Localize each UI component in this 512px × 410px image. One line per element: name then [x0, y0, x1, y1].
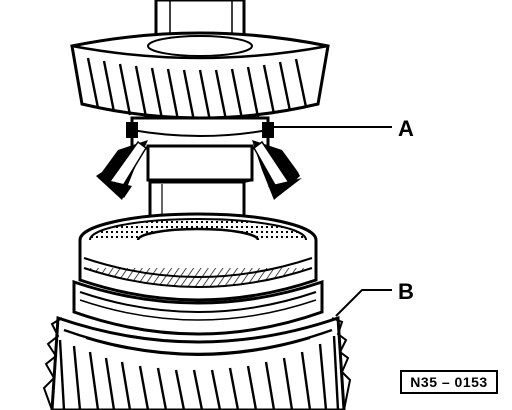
reference-code-box: N35 – 0153	[400, 370, 498, 394]
arrow-right	[252, 140, 302, 200]
lower-gear	[42, 315, 352, 410]
callout-label-b: B	[398, 279, 414, 304]
retaining-ring	[126, 116, 274, 150]
callout-label-a: A	[398, 116, 414, 141]
upper-gear	[70, 31, 330, 122]
synchronizer-hub	[78, 212, 318, 302]
callout-b-leader	[335, 289, 392, 317]
reference-code: N35 – 0153	[410, 374, 488, 390]
synchronizer-sleeve	[72, 279, 324, 336]
arrow-left	[96, 140, 148, 200]
